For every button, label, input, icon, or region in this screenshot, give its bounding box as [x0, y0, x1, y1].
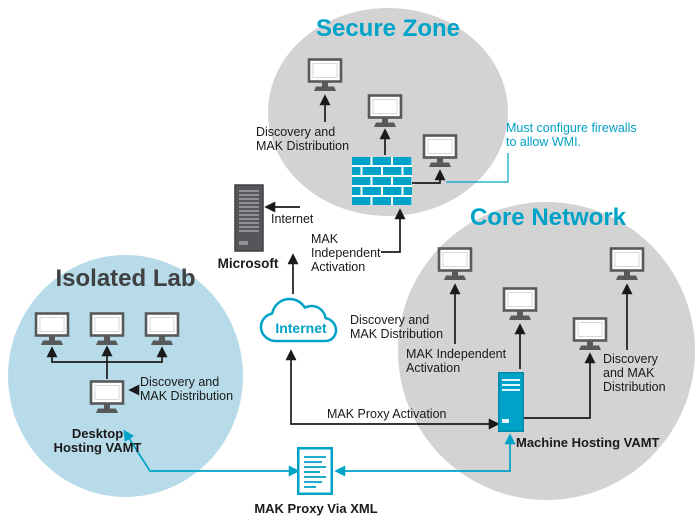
arrow-xml-to-lab-host: [123, 429, 300, 477]
microsoft-label: Microsoft: [217, 256, 279, 271]
arrow-mak-proxy-activation: [285, 349, 500, 430]
computer-icon: [420, 134, 460, 168]
vamt-host-computer-icon: [87, 380, 127, 414]
secure-zone-title: Secure Zone: [315, 15, 461, 42]
computer-icon: [570, 317, 610, 351]
computer-icon: [305, 58, 345, 92]
computer-icon: [87, 312, 127, 346]
computer-icon: [142, 312, 182, 346]
wmi-note-label: Must configure firewalls to allow WMI.: [506, 121, 637, 149]
isolated-lab-title: Isolated Lab: [55, 265, 196, 292]
computer-icon: [435, 247, 475, 281]
microsoft-server-icon: [234, 184, 264, 252]
secure-discovery-label: Discovery and MAK Distribution: [256, 125, 350, 153]
mak-proxy-activation-label: MAK Proxy Activation: [327, 407, 447, 421]
xml-document-icon: [297, 447, 333, 495]
core-discovery-right-label: Discovery and MAK Distribution: [603, 352, 666, 394]
core-discovery-left-label: Discovery and MAK Distribution: [350, 313, 444, 341]
arrow-mak-independent-to-firewall: [381, 208, 406, 253]
mak-proxy-via-xml-label: MAK Proxy Via XML: [254, 501, 378, 516]
computer-icon: [500, 287, 540, 321]
internet-link-label: Internet: [271, 212, 314, 226]
vamt-server-icon: [498, 372, 524, 432]
core-mak-independent-label: MAK Independent Activation: [406, 347, 507, 375]
mak-independent-center-label: MAK Independent Activation: [311, 232, 381, 274]
machine-hosting-vamt-label: Machine Hosting VAMT: [516, 435, 660, 450]
wmi-note-connector: [446, 153, 509, 183]
cloud-internet-label: Internet: [275, 320, 327, 336]
arrow-vamt-to-pc3: [524, 352, 596, 419]
isolated-discovery-label: Discovery and MAK Distribution: [140, 375, 234, 403]
computer-icon: [365, 94, 405, 128]
computer-icon: [32, 312, 72, 346]
core-network-title: Core Network: [469, 204, 627, 231]
computer-icon: [607, 247, 647, 281]
arrow-firewall-to-pc3: [412, 169, 446, 184]
arrow-xml-to-vamt-server: [334, 433, 516, 477]
firewall-icon: [352, 157, 412, 205]
desktop-hosting-vamt-label: Desktop Hosting VAMT: [53, 426, 142, 455]
